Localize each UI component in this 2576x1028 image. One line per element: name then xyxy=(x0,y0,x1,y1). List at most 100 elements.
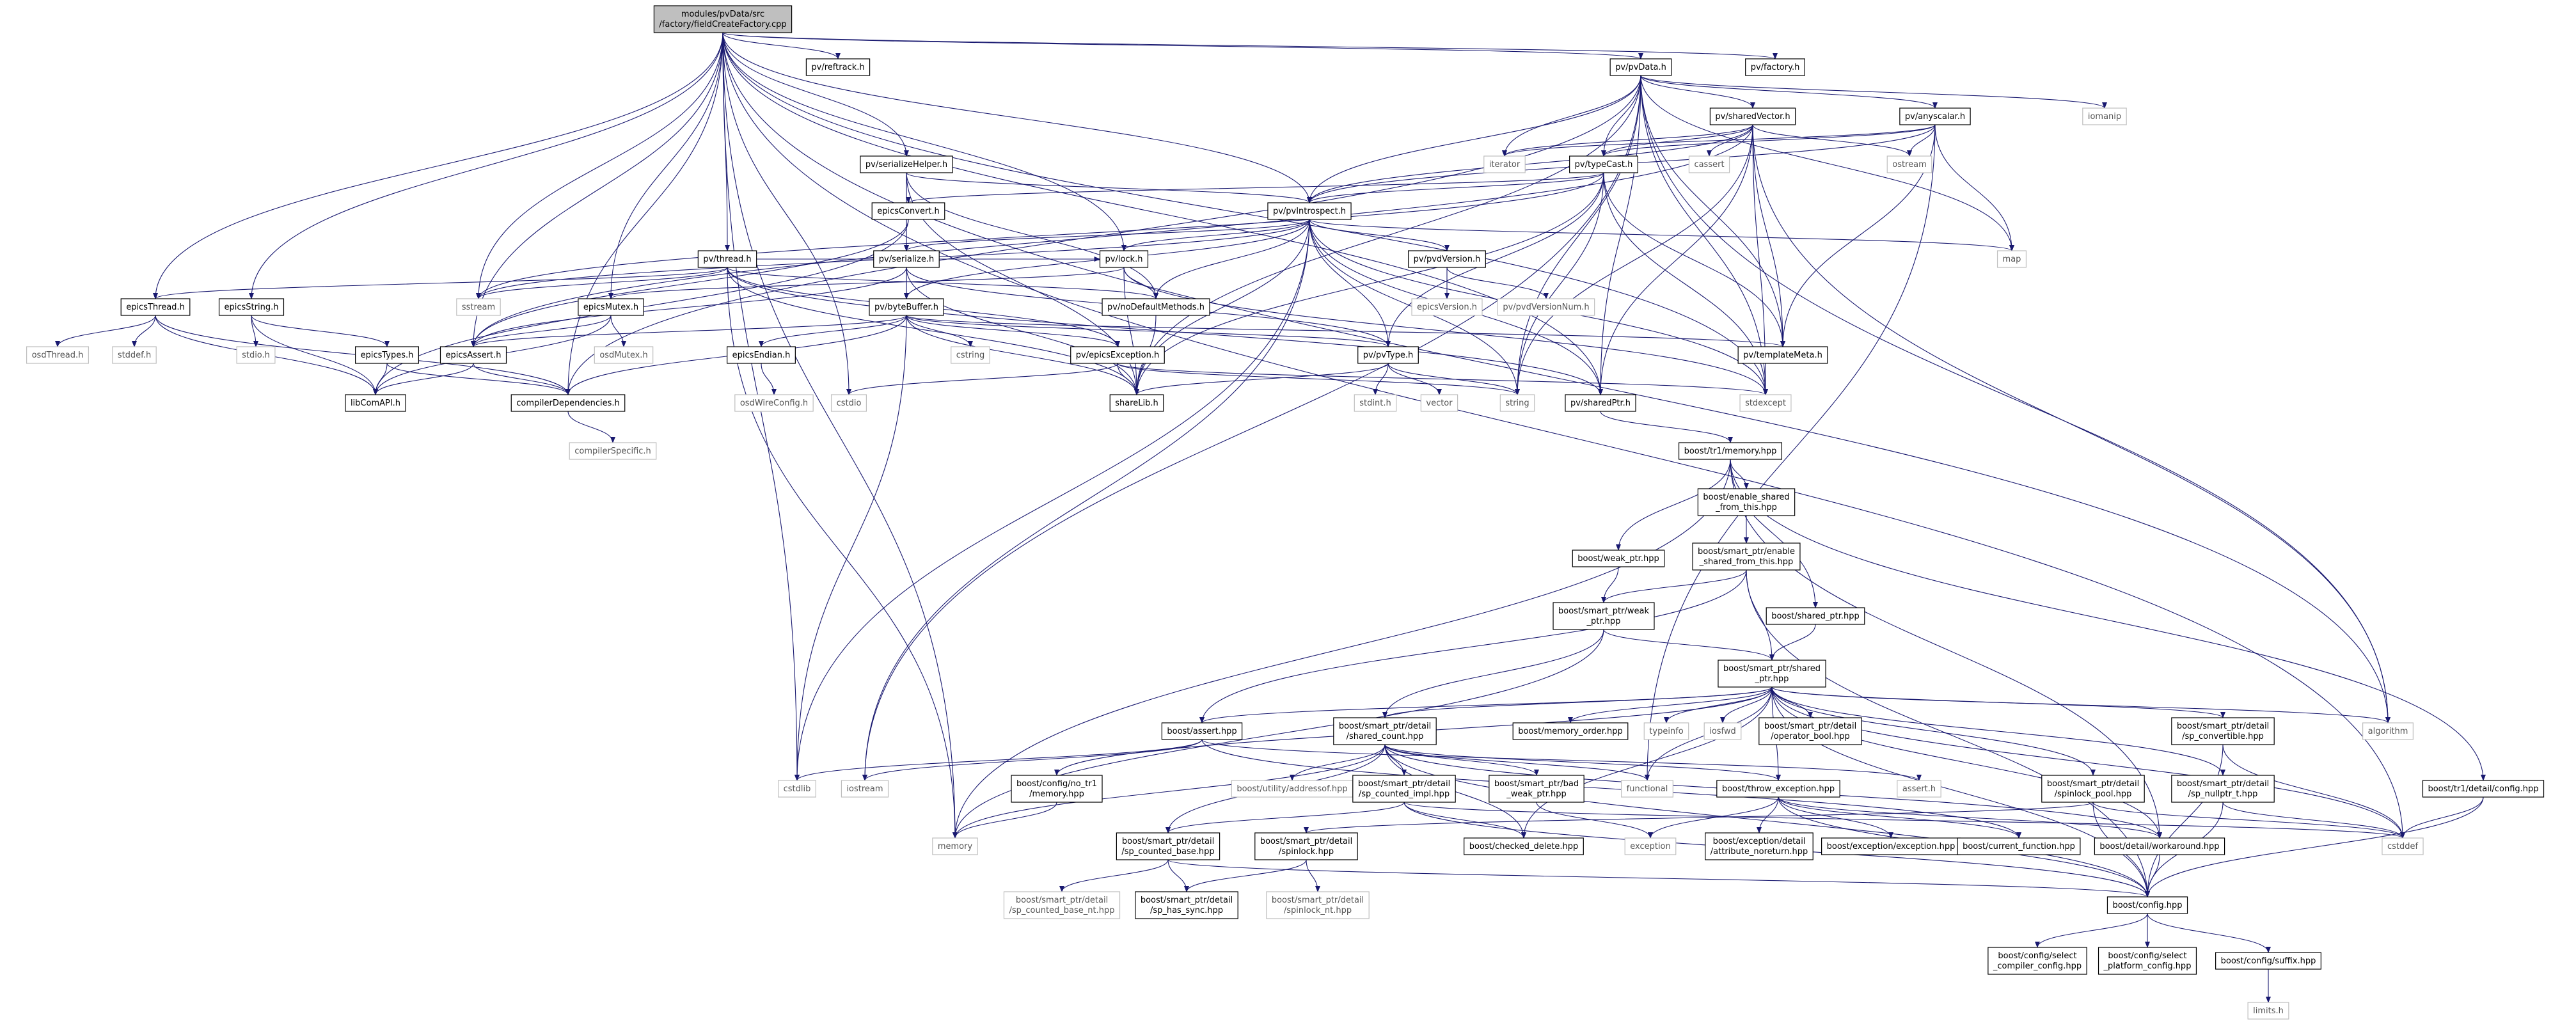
node-label: boost/config/no_tr1 xyxy=(1016,779,1097,789)
node-box xyxy=(1705,832,1813,860)
node-throwexception[interactable]: boost/throw_exception.hpp xyxy=(1716,780,1840,798)
node-tr1config[interactable]: boost/tr1/detail/config.hpp xyxy=(2422,780,2545,798)
node-sp_weakptr[interactable]: boost/smart_ptr/weak_ptr.hpp xyxy=(1553,602,1655,630)
node-nodefault[interactable]: pv/noDefaultMethods.h xyxy=(1102,298,1210,316)
node-label: pv/factory.h xyxy=(1751,63,1800,72)
node-epicstypes[interactable]: epicsTypes.h xyxy=(355,346,419,364)
node-pvreftrack[interactable]: pv/reftrack.h xyxy=(805,58,871,76)
node-root[interactable]: modules/pvData/src/factory/fieldCreateFa… xyxy=(653,5,793,33)
edge-pvintrospect-to-cstdlib xyxy=(794,219,1310,781)
node-bassert[interactable]: boost/assert.hpp xyxy=(1161,722,1243,740)
node-label: pv/serialize.h xyxy=(879,255,934,264)
node-pvthread[interactable]: pv/thread.h xyxy=(697,250,757,268)
node-spinlock[interactable]: boost/smart_ptr/detail/spinlock.hpp xyxy=(1254,832,1358,860)
node-operatorbool[interactable]: boost/smart_ptr/detail/operator_bool.hpp xyxy=(1758,717,1862,745)
node-workaround[interactable]: boost/detail/workaround.hpp xyxy=(2094,837,2225,855)
node-epicsassert[interactable]: epicsAssert.h xyxy=(439,346,507,364)
node-exceptionhpp[interactable]: boost/exception/exception.hpp xyxy=(1821,837,1961,855)
node-selectplatform[interactable]: boost/config/select_platform_config.hpp xyxy=(2098,947,2197,975)
node-box xyxy=(1070,346,1165,364)
node-epicsstring[interactable]: epicsString.h xyxy=(218,298,285,316)
edge-typecast-to-string xyxy=(1515,172,1604,395)
node-epicsexception[interactable]: pv/epicsException.h xyxy=(1070,346,1165,364)
node-countedimpl[interactable]: boost/smart_ptr/detail/sp_counted_impl.h… xyxy=(1352,775,1456,803)
edge-root-to-epicsstring xyxy=(249,32,723,299)
node-label: map xyxy=(2003,255,2021,264)
edge-spinlock-to-hassync xyxy=(1184,859,1307,892)
node-pvlock[interactable]: pv/lock.h xyxy=(1099,250,1149,268)
node-epicsmutex[interactable]: epicsMutex.h xyxy=(578,298,644,316)
node-enableshared[interactable]: boost/enable_shared_from_this.hpp xyxy=(1697,488,1796,516)
node-attrnoreturn[interactable]: boost/exception/detail/attribute_noretur… xyxy=(1705,832,1813,860)
node-osdmutex: osdMutex.h xyxy=(594,346,654,364)
node-typecast[interactable]: pv/typeCast.h xyxy=(1569,155,1638,173)
edge-pvtype-to-string xyxy=(1387,363,1520,395)
node-memoryorder[interactable]: boost/memory_order.hpp xyxy=(1512,722,1629,740)
node-box xyxy=(236,346,276,364)
node-layer: modules/pvData/src/factory/fieldCreateFa… xyxy=(26,5,2545,1020)
node-label: boost/config.hpp xyxy=(2112,901,2182,910)
node-sharedcount[interactable]: boost/smart_ptr/detail/shared_count.hpp xyxy=(1333,717,1437,745)
node-pvserialize[interactable]: pv/serialize.h xyxy=(873,250,940,268)
node-bytebuffer[interactable]: pv/byteBuffer.h xyxy=(869,298,944,316)
node-label: boost/smart_ptr/detail xyxy=(2047,779,2139,789)
node-compilerdeps[interactable]: compilerDependencies.h xyxy=(510,394,626,412)
node-sharedptrhpp[interactable]: boost/shared_ptr.hpp xyxy=(1766,607,1865,625)
node-pvfactory[interactable]: pv/factory.h xyxy=(1745,58,1805,76)
node-label: memory xyxy=(938,842,973,851)
node-sharedvector[interactable]: pv/sharedVector.h xyxy=(1709,107,1796,125)
node-box xyxy=(1697,488,1796,516)
node-pvdversion[interactable]: pv/pvdVersion.h xyxy=(1408,250,1486,268)
node-label: boost/exception/detail xyxy=(1713,837,1806,846)
edge-typecast-to-pvtype xyxy=(1386,172,1604,347)
node-selectcompiler[interactable]: boost/config/select_compiler_config.hpp xyxy=(1987,947,2087,975)
edge-pvdata-to-templatemeta xyxy=(1640,75,1785,347)
edge-root-to-compilerdeps xyxy=(565,32,723,395)
node-weakptr[interactable]: boost/weak_ptr.hpp xyxy=(1572,550,1665,567)
node-anyscalar[interactable]: pv/anyscalar.h xyxy=(1899,107,1971,125)
node-epicsthread[interactable]: epicsThread.h xyxy=(120,298,191,316)
node-configno_tr1[interactable]: boost/config/no_tr1/memory.hpp xyxy=(1011,775,1103,803)
node-hassync[interactable]: boost/smart_ptr/detail/sp_has_sync.hpp xyxy=(1135,891,1238,919)
edge-pvdata-to-iomanip xyxy=(1640,75,2107,109)
node-spconvertible[interactable]: boost/smart_ptr/detail/sp_convertible.hp… xyxy=(2171,717,2275,745)
edge-bytebuffer-to-pvtype xyxy=(906,315,1391,347)
node-box xyxy=(841,780,889,798)
node-pvtype[interactable]: pv/pvType.h xyxy=(1357,346,1419,364)
node-pvintrospect[interactable]: pv/pvIntrospect.h xyxy=(1267,202,1352,220)
node-configCfg[interactable]: boost/config.hpp xyxy=(2106,896,2188,914)
node-label: boost/smart_ptr/detail xyxy=(1141,896,1233,905)
node-label: libComAPI.h xyxy=(351,399,400,408)
node-label: assert.h xyxy=(1902,784,1936,794)
node-epicsconvert[interactable]: epicsConvert.h xyxy=(871,202,945,220)
node-pvdata[interactable]: pv/pvData.h xyxy=(1609,58,1672,76)
edge-nullptr_t-to-cstddef xyxy=(2222,802,2405,839)
edge-tr1memory-to-workaround xyxy=(1730,459,2162,839)
node-badweakptr[interactable]: boost/smart_ptr/bad_weak_ptr.hpp xyxy=(1489,775,1584,803)
edge-countedbase-to-hassync xyxy=(1167,859,1189,892)
node-spinlockpool[interactable]: boost/smart_ptr/detail/spinlock_pool.hpp xyxy=(2041,775,2145,803)
node-checkeddelete[interactable]: boost/checked_delete.hpp xyxy=(1464,837,1584,855)
node-sp_enableshared[interactable]: boost/smart_ptr/enable_shared_from_this.… xyxy=(1692,542,1801,571)
node-countedbase[interactable]: boost/smart_ptr/detail/sp_counted_base.h… xyxy=(1116,832,1221,860)
node-sharedptr[interactable]: pv/sharedPtr.h xyxy=(1565,394,1636,412)
node-tr1memory[interactable]: boost/tr1/memory.hpp xyxy=(1678,442,1783,460)
edge-pvdata-to-sharedptr xyxy=(1598,75,1641,395)
node-box xyxy=(355,346,419,364)
node-box xyxy=(734,394,814,412)
edge-root-to-pvdata xyxy=(722,32,1643,59)
node-templatemeta[interactable]: pv/templateMeta.h xyxy=(1737,346,1828,364)
node-suffix[interactable]: boost/config/suffix.hpp xyxy=(2215,952,2321,970)
node-sharelib[interactable]: shareLib.h xyxy=(1109,394,1164,412)
edge-pvthread-to-epicsthread xyxy=(153,267,728,299)
node-label: boost/smart_ptr/detail xyxy=(2177,722,2269,731)
node-box xyxy=(1497,298,1595,316)
node-currentfunction[interactable]: boost/current_function.hpp xyxy=(1957,837,2081,855)
node-serializehelper[interactable]: pv/serializeHelper.h xyxy=(860,155,953,173)
node-nullptr_t[interactable]: boost/smart_ptr/detail/sp_nullptr_t.hpp xyxy=(2171,775,2275,803)
node-epicsendian[interactable]: epicsEndian.h xyxy=(727,346,796,364)
node-stdint: stdint.h xyxy=(1354,394,1397,412)
node-label: epicsTypes.h xyxy=(361,351,414,360)
node-sp_sharedptr[interactable]: boost/smart_ptr/shared_ptr.hpp xyxy=(1718,660,1826,688)
node-libcomapi[interactable]: libComAPI.h xyxy=(345,394,406,412)
